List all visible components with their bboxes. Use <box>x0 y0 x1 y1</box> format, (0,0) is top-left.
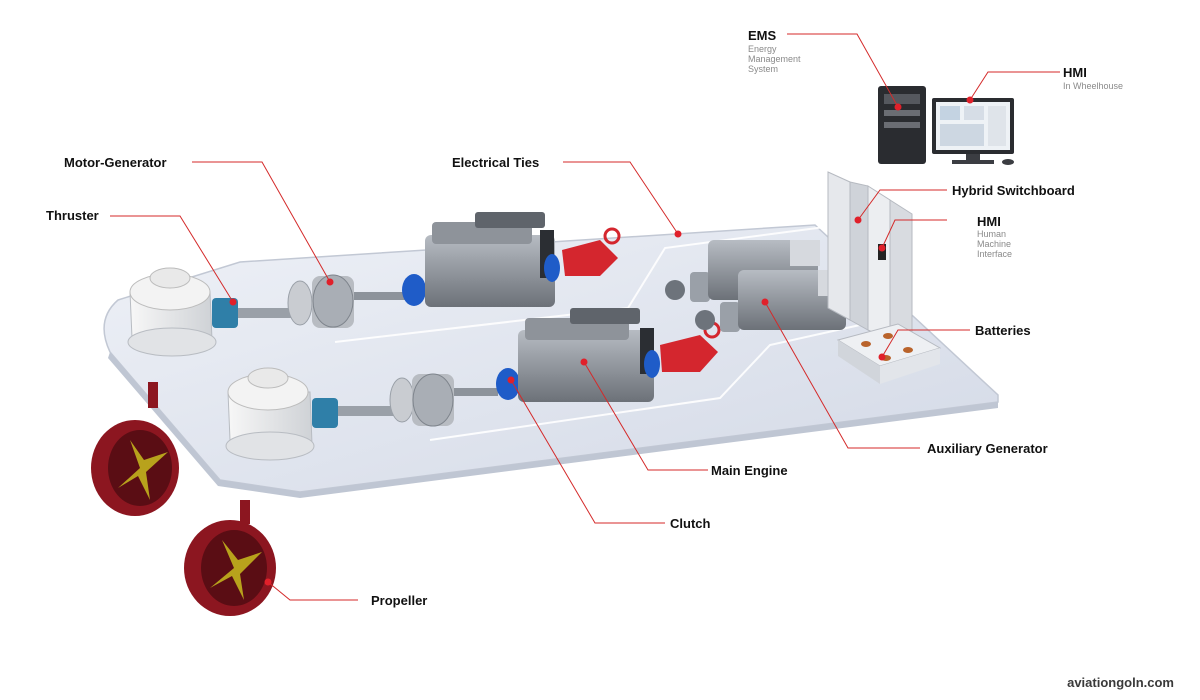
leader-electrical-ties <box>563 161 679 235</box>
upper-drivetrain <box>127 212 621 357</box>
wheelhouse-hmi-monitor <box>932 98 1014 165</box>
label-propeller: Propeller <box>371 593 428 608</box>
sublabel-hmi-wheelhouse: In Wheelhouse <box>1063 81 1124 91</box>
leader-batteries <box>881 329 970 358</box>
label-ems: EMS <box>748 28 777 43</box>
sublabel-hmi-interface-line-2: Machine <box>977 239 1012 249</box>
label-hybrid-switchboard: Hybrid Switchboard <box>952 183 1075 198</box>
leader-hmi-top <box>969 71 1060 101</box>
auxiliary-generators <box>665 240 848 332</box>
leader-thruster <box>110 215 234 303</box>
hybrid-switchboard-cabinets <box>827 171 913 353</box>
label-hmi-interface: HMI <box>977 214 1001 229</box>
leader-ems <box>787 33 899 108</box>
leader-propeller <box>267 581 358 601</box>
sublabel-ems-line-2: Management <box>748 54 801 64</box>
leader-hybrid-switchboard <box>857 189 947 221</box>
sublabel-hmi-interface-line-3: Interface <box>977 249 1013 259</box>
leader-main-engine <box>583 361 708 471</box>
leader-motor-generator <box>192 161 331 283</box>
leader-auxiliary-generator <box>764 301 920 449</box>
label-batteries: Batteries <box>975 323 1031 338</box>
label-main-engine: Main Engine <box>711 463 788 478</box>
sublabel-hmi-interface-line-1: Human <box>977 229 1007 239</box>
ems-computer <box>878 86 926 164</box>
label-electrical-ties: Electrical Ties <box>452 155 540 170</box>
sublabel-ems-line-3: System <box>748 64 779 74</box>
leader-clutch <box>510 379 665 524</box>
sublabel-ems-line-1: Energy <box>748 44 777 54</box>
propeller-pods <box>91 382 276 616</box>
marker-dots <box>229 96 974 586</box>
leader-lines <box>110 33 1060 601</box>
leader-hmi-right <box>881 219 947 249</box>
label-auxiliary-generator: Auxiliary Generator <box>927 441 1048 456</box>
watermark: aviationgoln.com <box>1067 675 1174 690</box>
label-motor-generator: Motor-Generator <box>64 155 167 170</box>
label-hmi-wheelhouse: HMI <box>1063 65 1087 80</box>
label-clutch: Clutch <box>670 516 711 531</box>
label-thruster: Thruster <box>46 208 99 223</box>
